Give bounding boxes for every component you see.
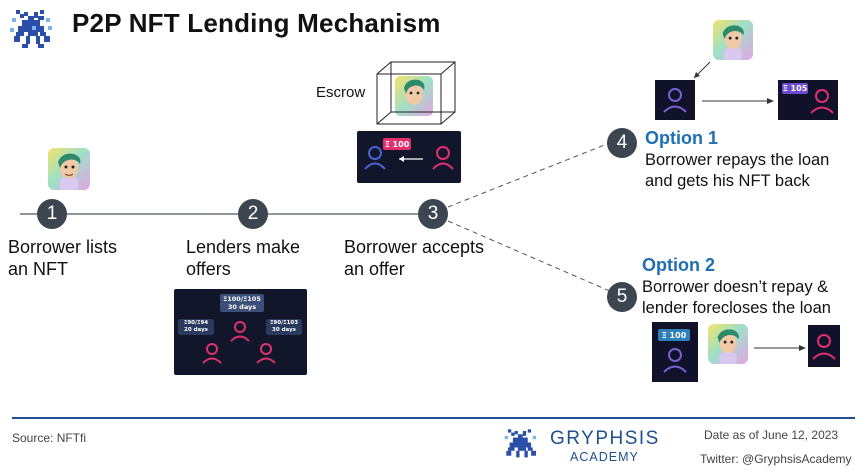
page-title: P2P NFT Lending Mechanism	[72, 8, 441, 38]
twitter-text: Twitter: @GryphsisAcademy	[700, 452, 852, 466]
nft-avatar-icon	[48, 148, 90, 190]
gryphon-logo-icon	[10, 10, 52, 48]
lender-icon-right	[256, 343, 276, 364]
step-node-2: 2	[238, 199, 268, 229]
step-node-4: 4	[607, 128, 637, 158]
footer-divider	[12, 417, 855, 419]
escrow-badge: Ξ 100	[383, 138, 411, 150]
step-node-5: 5	[607, 282, 637, 312]
lender-card-option2	[808, 325, 840, 367]
source-text: Source: NFTfi	[12, 431, 87, 445]
offer-badge-right: Ξ90/Ξ103 30 days	[266, 319, 302, 335]
date-text: Date as of June 12, 2023	[704, 428, 839, 442]
lender-icon	[432, 146, 454, 170]
step3-label: Borrower accepts an offer	[344, 237, 485, 279]
step-node-3: 3	[418, 199, 448, 229]
brand-name: GRYPHSIS	[550, 428, 660, 449]
arrow-right-option2-icon	[754, 345, 806, 351]
step1-label: Borrower lists an NFT	[8, 237, 118, 279]
offer-badge-left: Ξ90/Ξ94 20 days	[178, 319, 214, 335]
lender-card-option1: Ξ 105	[778, 80, 838, 120]
escrow-panel: Ξ 100	[357, 131, 461, 183]
borrower-card-option2: Ξ 100	[652, 322, 698, 382]
option1-description: Borrower repays the loan and gets his NF…	[645, 151, 830, 190]
offers-panel: Ξ100/Ξ105 30 days Ξ90/Ξ94 20 days Ξ90/Ξ1…	[174, 289, 307, 375]
escrow-label: Escrow	[316, 84, 366, 101]
loan-badge: Ξ 100	[658, 329, 690, 341]
option1-title: Option 1	[645, 128, 718, 148]
nft-avatar-option2-icon	[708, 324, 748, 364]
brand-subtitle: ACADEMY	[570, 450, 639, 464]
offer-badge-top: Ξ100/Ξ105 30 days	[220, 294, 264, 312]
escrow-box-icon	[376, 61, 456, 125]
dashed-connector-option2	[447, 220, 613, 293]
borrower-icon	[364, 146, 386, 170]
step-node-1: 1	[37, 199, 67, 229]
repay-badge: Ξ 105	[782, 83, 808, 94]
option1-flow	[693, 61, 774, 104]
borrower-card-option1	[655, 80, 695, 120]
lender-icon-top	[230, 321, 250, 342]
lender-icon-left	[202, 343, 222, 364]
option2-title: Option 2	[642, 255, 715, 275]
brand-gryphon-icon	[504, 429, 537, 458]
dashed-connector-option1	[447, 141, 613, 208]
nft-avatar-option1-icon	[713, 20, 753, 60]
option2-description: Borrower doesn’t repay & lender foreclos…	[642, 278, 831, 317]
step2-label: Lenders make offers	[186, 237, 301, 279]
